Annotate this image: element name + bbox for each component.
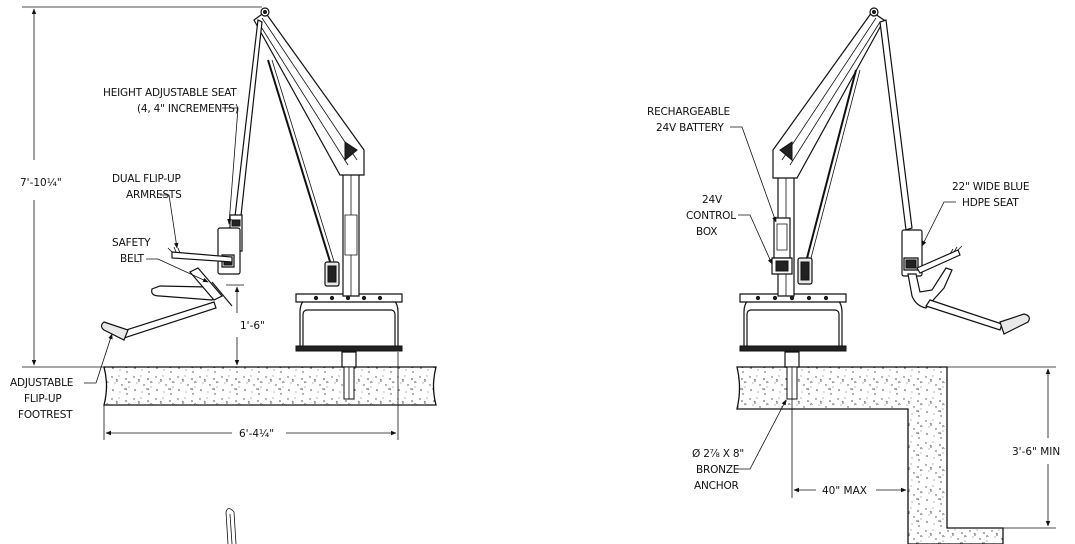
right-seat-hanger [880, 20, 912, 230]
left-seat-hanger [230, 20, 262, 251]
callout-hdpe-seat: 22" WIDE BLUE HDPE SEAT [922, 181, 1030, 247]
armrests-label-1: DUAL FLIP-UP [112, 173, 181, 185]
callout-control-box: 24V CONTROL BOX [686, 194, 772, 265]
battery-label-1: RECHARGEABLE [647, 106, 730, 118]
belt-label-2: BELT [120, 253, 145, 265]
callout-rechargeable-battery: RECHARGEABLE 24V BATTERY [647, 106, 777, 223]
reach-dim-text: 6'-4¼" [239, 428, 274, 440]
control-label-1: 24V [702, 194, 723, 206]
seat-height-label-2: (4, 4" INCREMENTS) [137, 103, 239, 115]
pool-wall-section [737, 367, 1003, 544]
callout-dual-armrests: DUAL FLIP-UP ARMRESTS [112, 173, 182, 249]
callout-flip-up-footrest: ADJUSTABLE FLIP-UP FOOTREST [10, 333, 113, 421]
anchor-label-3: ANCHOR [694, 480, 739, 492]
callout-height-adjustable-seat: HEIGHT ADJUSTABLE SEAT (4, 4" INCREMENTS… [103, 87, 239, 225]
anchor-label-1: Ø 2⅞ X 8" [692, 448, 744, 460]
left-deck-slab [104, 367, 436, 405]
anchor-label-2: BRONZE [696, 464, 739, 476]
right-lift-actuator [798, 70, 860, 284]
seat-rise-dim-text: 1'-6" [240, 320, 265, 332]
battery-label-2: 24V BATTERY [656, 122, 724, 134]
setback-dim-text: 40" MAX [822, 485, 867, 497]
left-lift-actuator [268, 60, 339, 286]
left-lift-base [296, 294, 402, 351]
seat-label-2: HDPE SEAT [962, 197, 1019, 209]
armrests-label-2: ARMRESTS [126, 189, 182, 201]
control-label-3: BOX [696, 226, 717, 238]
left-lift-boom [254, 8, 364, 175]
left-view: 7'-10¼" 1'-6" 6'-4¼" HEIGHT ADJUSTABLE S… [10, 7, 436, 440]
seat-label-1: 22" WIDE BLUE [952, 181, 1029, 193]
height-dim-text: 7'-10¼" [20, 177, 62, 189]
right-battery-control-box [772, 218, 792, 274]
depth-dim-text: 3'-6" MIN [1012, 446, 1060, 458]
partial-lift-sketch [226, 509, 236, 544]
footrest-label-1: ADJUSTABLE [10, 377, 73, 389]
belt-label-1: SAFETY [112, 237, 151, 249]
seat-height-label-1: HEIGHT ADJUSTABLE SEAT [103, 87, 237, 99]
right-lift-boom [773, 8, 884, 178]
control-label-2: CONTROL [686, 210, 736, 222]
footrest-label-3: FOOTREST [18, 409, 73, 421]
right-depth-dimension: 3'-6" MIN [947, 367, 1060, 528]
left-lift-mast [343, 168, 359, 296]
left-height-dimension: 7'-10¼" [20, 7, 262, 367]
left-reach-dimension: 6'-4¼" [104, 352, 398, 440]
callout-safety-belt: SAFETY BELT [112, 237, 209, 282]
left-anchor-sleeve [342, 352, 356, 399]
footrest-label-2: FLIP-UP [24, 393, 62, 405]
left-seat-assembly [102, 228, 241, 340]
right-lift-base [740, 294, 846, 351]
right-anchor-sleeve [785, 352, 799, 399]
right-setback-dimension: 40" MAX [792, 399, 907, 498]
right-view: 3'-6" MIN 40" MAX RECHARGEABLE 24V BATTE… [647, 8, 1060, 544]
right-seat-assembly [902, 230, 1029, 334]
left-seat-rise-dimension: 1'-6" [226, 285, 265, 366]
callout-bronze-anchor: Ø 2⅞ X 8" BRONZE ANCHOR [692, 399, 786, 492]
